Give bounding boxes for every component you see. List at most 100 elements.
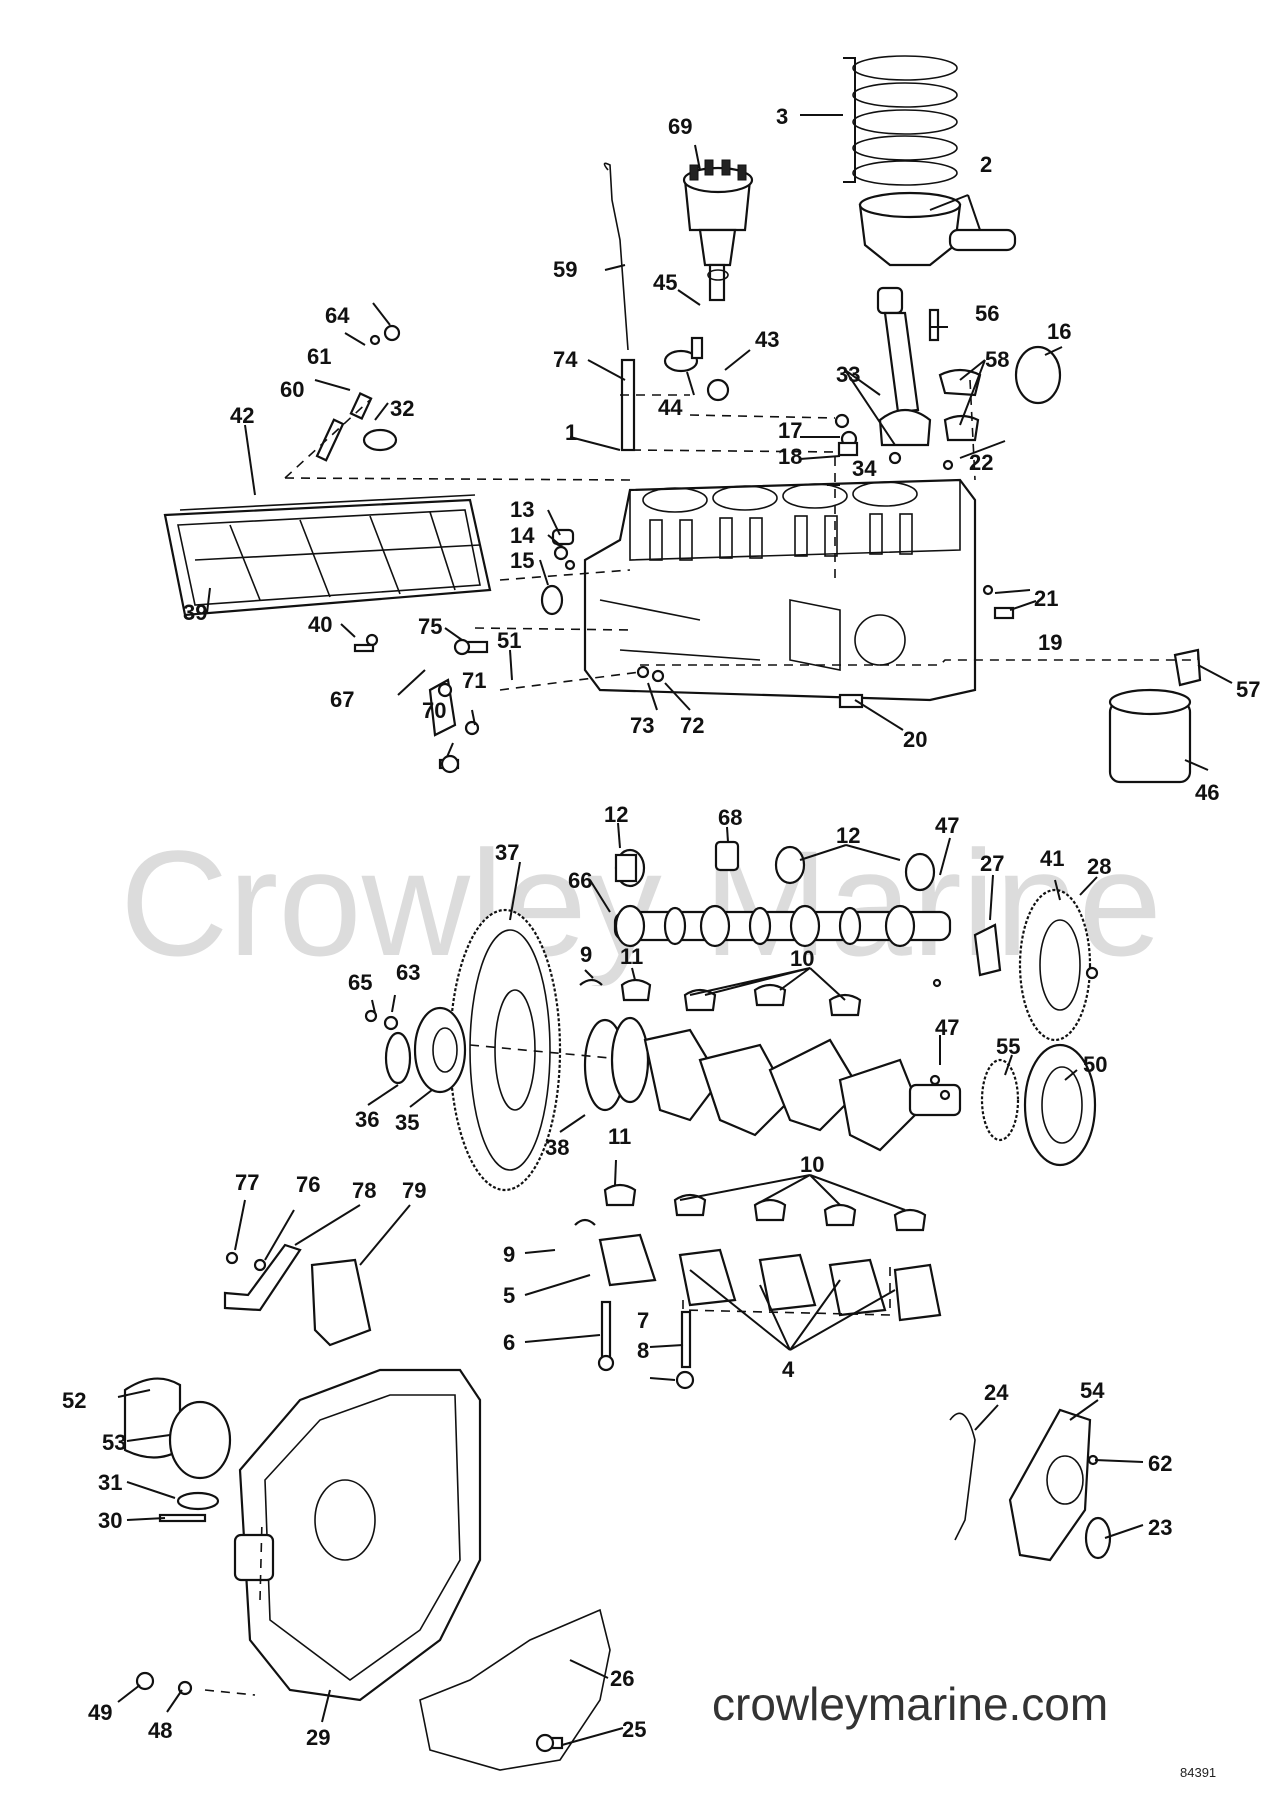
- crankshaft: [583, 1016, 962, 1152]
- main-caps: [598, 1233, 942, 1322]
- callout-24: 24: [984, 1380, 1009, 1405]
- callout-35: 35: [395, 1110, 419, 1135]
- callout-76: 76: [296, 1172, 320, 1197]
- camshaft: [613, 904, 952, 948]
- callout-10b: 10: [800, 1152, 824, 1177]
- callout-45: 45: [653, 270, 677, 295]
- callout-30: 30: [98, 1508, 122, 1533]
- cam-gear: [973, 888, 1092, 1042]
- callout-10: 10: [790, 946, 814, 971]
- callout-3: 3: [776, 104, 788, 129]
- callout-2: 2: [980, 152, 992, 177]
- callout-22: 22: [969, 450, 993, 475]
- connecting-rod: [876, 286, 1062, 447]
- callout-59: 59: [553, 257, 577, 282]
- callout-63: 63: [396, 960, 420, 985]
- callout-12b: 12: [836, 823, 860, 848]
- callout-34: 34: [852, 456, 877, 481]
- callout-28: 28: [1087, 854, 1111, 879]
- callout-40: 40: [308, 612, 332, 637]
- crank-flange: [384, 1006, 467, 1094]
- engine-block: [583, 478, 977, 702]
- piston-rings: [852, 55, 958, 186]
- callout-27: 27: [980, 851, 1004, 876]
- callout-52: 52: [62, 1388, 86, 1413]
- callout-23: 23: [1148, 1515, 1172, 1540]
- main-bearings-lower: [603, 1183, 927, 1232]
- piston: [858, 191, 1017, 267]
- callout-11b: 11: [608, 1124, 631, 1149]
- callout-29: 29: [306, 1725, 330, 1750]
- callout-20: 20: [903, 727, 927, 752]
- cover-plate: [419, 1608, 611, 1771]
- callout-4: 4: [782, 1357, 795, 1382]
- bracket: [223, 1243, 372, 1347]
- callout-5: 5: [503, 1283, 515, 1308]
- callout-12: 12: [604, 802, 628, 827]
- valley-cover: [163, 494, 492, 617]
- callout-49: 49: [88, 1700, 112, 1725]
- bell-housing: [233, 1368, 482, 1702]
- callout-46: 46: [1195, 780, 1219, 805]
- dipstick: [603, 162, 636, 452]
- callout-13: 13: [510, 497, 534, 522]
- callout-75: 75: [418, 614, 442, 639]
- callout-9b: 9: [503, 1242, 515, 1267]
- callout-79: 79: [402, 1178, 426, 1203]
- callout-7: 7: [637, 1308, 649, 1333]
- callout-17: 17: [778, 418, 802, 443]
- callout-11: 11: [620, 944, 643, 969]
- callout-48: 48: [148, 1718, 172, 1743]
- callout-37: 37: [495, 840, 519, 865]
- callout-64b: 65: [348, 970, 372, 995]
- timing-cover: [949, 1408, 1112, 1562]
- callout-62: 62: [1148, 1451, 1172, 1476]
- oil-filter: [1108, 648, 1202, 784]
- callout-70: 70: [422, 698, 446, 723]
- callout-71: 71: [462, 668, 486, 693]
- callout-8: 8: [637, 1338, 649, 1363]
- hose-clamps: [123, 1377, 232, 1480]
- callout-50: 50: [1083, 1052, 1107, 1077]
- callout-73: 73: [630, 713, 654, 738]
- callout-56: 56: [975, 301, 999, 326]
- callout-47: 47: [935, 813, 959, 838]
- site-url: crowleymarine.com: [712, 1678, 1108, 1730]
- callout-31: 31: [98, 1470, 122, 1495]
- callout-33: 33: [836, 362, 860, 387]
- callout-42: 42: [230, 403, 254, 428]
- distributor: [682, 159, 754, 302]
- callout-39: 39: [183, 600, 207, 625]
- callout-55: 55: [996, 1034, 1020, 1059]
- callout-16: 16: [1047, 319, 1071, 344]
- callout-47b: 47: [935, 1015, 959, 1040]
- callout-41: 41: [1040, 846, 1064, 871]
- callout-64: 64: [325, 303, 350, 328]
- callout-57: 57: [1236, 677, 1260, 702]
- callout-labels: 1 2 3 4 5 6 7 8 9 9 10 10 11 11 12 12 13…: [62, 104, 1260, 1750]
- callout-26: 26: [610, 1666, 634, 1691]
- callout-21: 21: [1034, 586, 1058, 611]
- callout-9: 9: [580, 942, 592, 967]
- callout-68: 68: [718, 805, 742, 830]
- callout-67: 67: [330, 687, 354, 712]
- callout-14: 14: [510, 523, 535, 548]
- callout-25: 25: [622, 1717, 646, 1742]
- leader-lines: [117, 57, 1233, 1746]
- fasteners: [135, 308, 1099, 1753]
- callout-54: 54: [1080, 1378, 1105, 1403]
- callout-36: 36: [355, 1107, 379, 1132]
- crank-pulley: [980, 1043, 1097, 1167]
- callout-58: 58: [985, 347, 1009, 372]
- callout-32: 32: [390, 396, 414, 421]
- callout-1: 1: [565, 420, 577, 445]
- callout-44: 44: [658, 395, 683, 420]
- cam-bearings: [614, 840, 936, 892]
- callout-51: 51: [497, 628, 521, 653]
- callout-72: 72: [680, 713, 704, 738]
- callout-77: 77: [235, 1170, 259, 1195]
- flywheel: [448, 908, 562, 1192]
- callout-74: 74: [553, 347, 578, 372]
- alignment-lines: [204, 379, 1199, 1696]
